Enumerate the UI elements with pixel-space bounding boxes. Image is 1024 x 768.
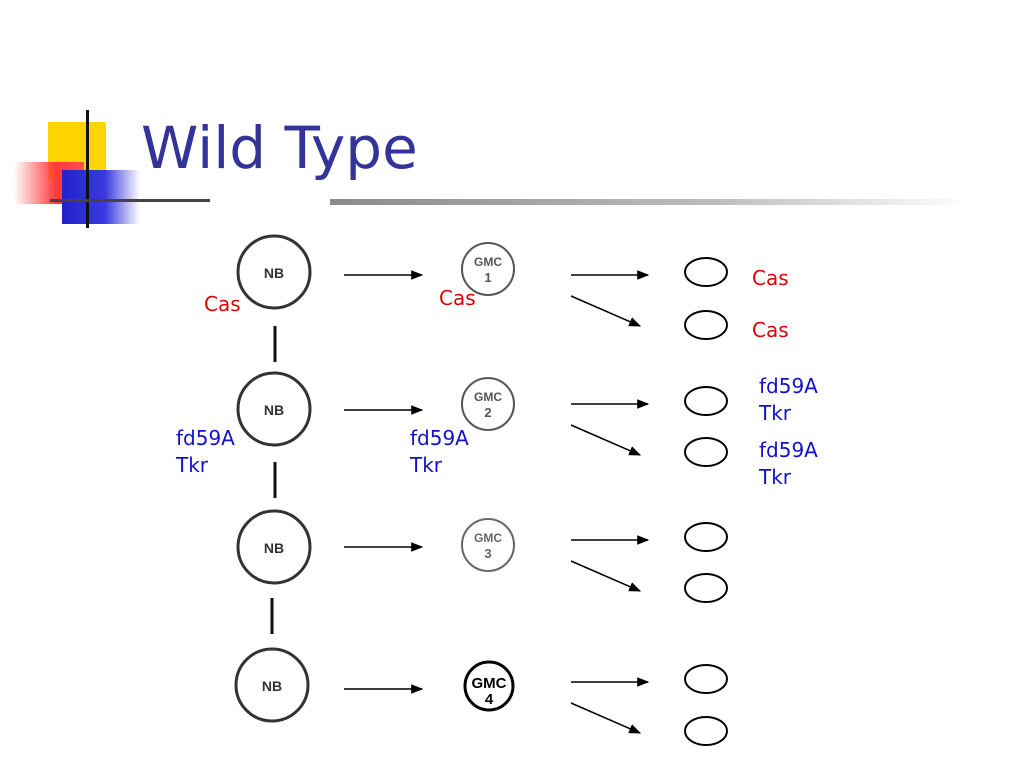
neuron-cell xyxy=(684,386,728,416)
decor-blue-square xyxy=(62,170,140,224)
neuroblast-label: NB xyxy=(264,540,284,556)
neuron-cell xyxy=(684,573,728,603)
neuroblast-label: NB xyxy=(262,678,282,694)
nb-marker-label: Cas xyxy=(204,292,241,316)
neuron-cell xyxy=(684,437,728,467)
gmc-label: GMC xyxy=(474,531,502,545)
gmc-to-neuron-arrow xyxy=(570,702,642,734)
neuron-marker-label: Cas xyxy=(752,266,789,290)
gmc-label: GMC xyxy=(474,390,502,404)
neuroblast-circle xyxy=(236,234,312,310)
neuron-cell xyxy=(684,664,728,694)
decor-vertical-line xyxy=(86,110,89,228)
title-underline-rule xyxy=(330,199,970,205)
gmc-number: 1 xyxy=(484,270,491,285)
neuroblast-circle xyxy=(236,371,312,447)
gmc-circle xyxy=(461,518,515,572)
neuron-cell xyxy=(684,257,728,287)
gmc-circle xyxy=(461,242,515,296)
slide-title: Wild Type xyxy=(141,114,418,182)
neuroblast-label: NB xyxy=(264,265,284,281)
neuron-marker-label: fd59A Tkr xyxy=(759,374,818,425)
neuroblast-circle xyxy=(234,647,310,723)
gmc-number: 3 xyxy=(484,546,491,561)
gmc-number: 2 xyxy=(484,405,491,420)
neuron-marker-label: fd59A Tkr xyxy=(759,438,818,489)
neuron-cell xyxy=(684,716,728,746)
decor-horizontal-line xyxy=(50,199,210,202)
gmc-number: 4 xyxy=(485,691,494,708)
gmc-marker-label: Cas xyxy=(439,286,476,310)
gmc-to-neuron-arrow xyxy=(570,295,642,327)
neuron-cell xyxy=(684,522,728,552)
gmc-circle xyxy=(461,377,515,431)
gmc-to-neuron-arrow xyxy=(570,424,642,456)
gmc-circle xyxy=(463,660,515,712)
gmc-label: GMC xyxy=(474,255,502,269)
gmc-label: GMC xyxy=(472,675,507,692)
neuroblast-label: NB xyxy=(264,402,284,418)
neuron-marker-label: Cas xyxy=(752,318,789,342)
gmc-to-neuron-arrow xyxy=(570,560,642,592)
nb-marker-label: fd59A Tkr xyxy=(176,426,235,477)
neuron-cell xyxy=(684,310,728,340)
neuroblast-circle xyxy=(236,509,312,585)
gmc-marker-label: fd59A Tkr xyxy=(410,426,469,477)
